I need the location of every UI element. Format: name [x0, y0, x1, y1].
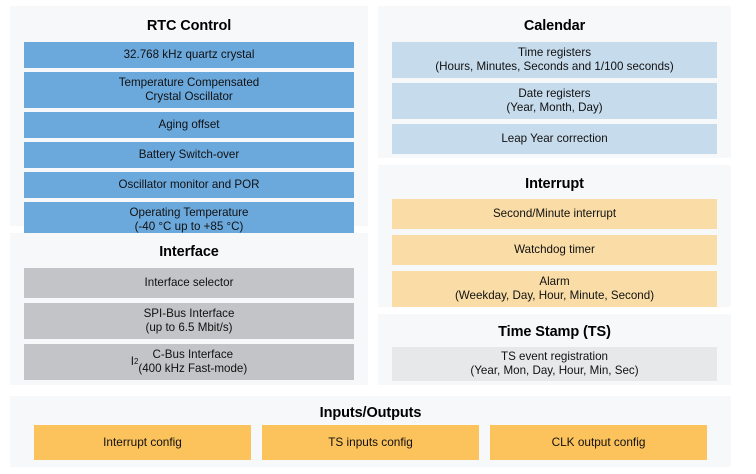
- panel-title-calendar: Calendar: [523, 18, 586, 34]
- inputs-outputs-bar-list: Interrupt config TS inputs config CLK ou…: [34, 425, 707, 460]
- rtc-control-item-tcxo[interactable]: Temperature Compensated Crystal Oscillat…: [24, 72, 354, 108]
- io-item-interrupt-config[interactable]: Interrupt config: [34, 425, 251, 460]
- interrupt-item-watchdog-timer[interactable]: Watchdog timer: [392, 235, 717, 265]
- panel-title-interrupt: Interrupt: [525, 176, 584, 192]
- interface-item-interface-selector[interactable]: Interface selector: [24, 268, 354, 298]
- io-item-clk-output-config[interactable]: CLK output config: [490, 425, 707, 460]
- panel-calendar: Calendar Time registers (Hours, Minutes,…: [378, 6, 731, 158]
- rtc-control-item-quartz-crystal[interactable]: 32.768 kHz quartz crystal: [24, 42, 354, 68]
- rtc-control-item-aging-offset[interactable]: Aging offset: [24, 112, 354, 138]
- interrupt-item-alarm[interactable]: Alarm (Weekday, Day, Hour, Minute, Secon…: [392, 271, 717, 307]
- panel-interrupt: Interrupt Second/Minute interrupt Watchd…: [378, 165, 731, 307]
- calendar-item-leap-year-correction[interactable]: Leap Year correction: [392, 124, 717, 154]
- interface-bar-list: Interface selector SPI-Bus Interface (up…: [24, 268, 354, 385]
- rtc-control-item-battery-switch-over[interactable]: Battery Switch-over: [24, 142, 354, 168]
- panel-time-stamp: Time Stamp (TS) TS event registration (Y…: [378, 314, 731, 385]
- time-stamp-bar-list: TS event registration (Year, Mon, Day, H…: [392, 347, 717, 381]
- panel-rtc-control: RTC Control 32.768 kHz quartz crystal Te…: [10, 6, 368, 238]
- time-stamp-item-ts-event-registration[interactable]: TS event registration (Year, Mon, Day, H…: [392, 347, 717, 381]
- panel-title-rtc-control: RTC Control: [146, 18, 232, 34]
- rtc-control-bar-list: 32.768 kHz quartz crystal Temperature Co…: [24, 42, 354, 242]
- interface-item-spi-bus[interactable]: SPI-Bus Interface (up to 6.5 Mbit/s): [24, 303, 354, 339]
- rtc-control-item-oscillator-monitor-por[interactable]: Oscillator monitor and POR: [24, 172, 354, 198]
- io-item-ts-inputs-config[interactable]: TS inputs config: [262, 425, 479, 460]
- calendar-item-date-registers[interactable]: Date registers (Year, Month, Day): [392, 83, 717, 119]
- calendar-item-time-registers[interactable]: Time registers (Hours, Minutes, Seconds …: [392, 42, 717, 78]
- panel-inputs-outputs: Inputs/Outputs Interrupt config TS input…: [10, 396, 731, 467]
- interrupt-bar-list: Second/Minute interrupt Watchdog timer A…: [392, 199, 717, 313]
- rtc-control-item-operating-temperature[interactable]: Operating Temperature (-40 °C up to +85 …: [24, 202, 354, 238]
- interrupt-item-second-minute-interrupt[interactable]: Second/Minute interrupt: [392, 199, 717, 229]
- calendar-bar-list: Time registers (Hours, Minutes, Seconds …: [392, 42, 717, 159]
- panel-title-interface: Interface: [159, 244, 219, 260]
- panel-title-inputs-outputs: Inputs/Outputs: [319, 405, 422, 421]
- panel-title-time-stamp: Time Stamp (TS): [498, 324, 611, 340]
- panel-interface: Interface Interface selector SPI-Bus Int…: [10, 233, 368, 385]
